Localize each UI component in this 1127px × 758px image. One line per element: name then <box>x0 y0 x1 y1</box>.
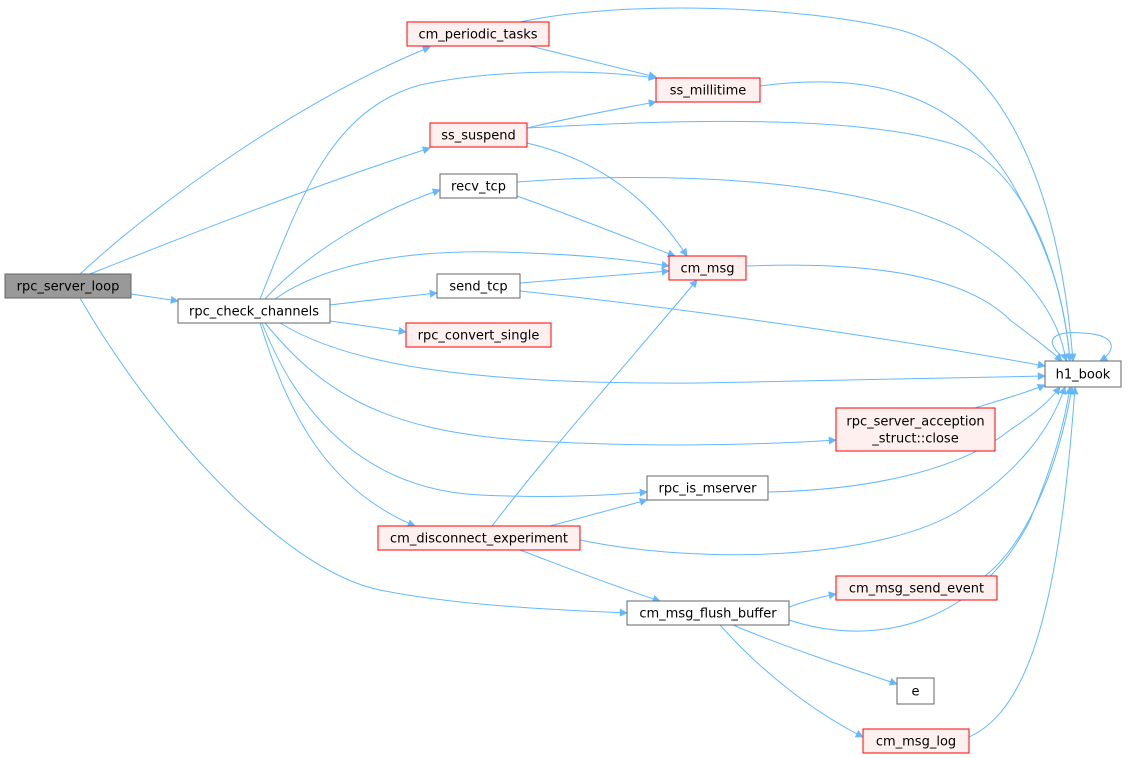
edge-cm_periodic_tasks-to-h1_book <box>519 7 1077 362</box>
node-label: cm_disconnect_experiment <box>390 532 568 547</box>
edge-cm_msg-to-h1_book <box>745 264 1063 362</box>
node-label: h1_book <box>1056 368 1111 383</box>
node-ss_suspend[interactable]: ss_suspend <box>429 122 528 148</box>
node-label: e <box>912 685 920 700</box>
node-label: rpc_check_channels <box>189 305 319 320</box>
node-label: cm_msg_flush_buffer <box>639 607 777 622</box>
edge-rpc_check_channels-to-rpc_server_acception_close <box>264 322 837 446</box>
node-box <box>626 600 790 626</box>
node-box <box>668 255 747 281</box>
edge-cm_msg_flush_buffer-to-e <box>732 624 898 686</box>
node-label: recv_tcp <box>451 180 506 195</box>
node-label: cm_msg_log <box>876 735 956 750</box>
node-box <box>377 525 581 551</box>
node-label: ss_suspend <box>441 129 516 144</box>
node-label: cm_periodic_tasks <box>418 28 537 43</box>
edge-cm_disconnect_experiment-to-h1_book <box>579 386 1067 556</box>
edge-rpc_check_channels-to-cm_disconnect_experiment <box>259 322 416 527</box>
edge-cm_msg_flush_buffer-to-cm_msg_send_event <box>788 591 837 608</box>
node-box <box>439 173 518 199</box>
edge-rpc_server_loop-to-cm_msg_flush_buffer <box>79 297 628 617</box>
node-cm_msg[interactable]: cm_msg <box>668 255 747 281</box>
node-cm_msg_send_event[interactable]: cm_msg_send_event <box>835 575 998 601</box>
node-cm_msg_log[interactable]: cm_msg_log <box>862 728 970 754</box>
edge-cm_periodic_tasks-to-ss_millitime <box>529 45 657 80</box>
edge-rpc_check_channels-to-rpc_convert_single <box>329 320 407 335</box>
edge-rpc_check_channels-to-h1_book <box>279 322 1046 384</box>
edge-rpc_server_loop-to-cm_periodic_tasks <box>79 46 431 275</box>
node-label: rpc_server_acception <box>846 415 984 430</box>
edge-cm_disconnect_experiment-to-cm_msg_flush_buffer <box>519 549 661 603</box>
node-label: ss_millitime <box>670 84 747 99</box>
edge-rpc_server_loop-to-ss_suspend <box>89 146 431 275</box>
node-recv_tcp[interactable]: recv_tcp <box>439 173 518 199</box>
node-box <box>4 273 132 299</box>
edge-cm_msg_send_event-to-h1_book <box>984 386 1075 577</box>
edge-cm_disconnect_experiment-to-rpc_is_mserver <box>549 498 648 527</box>
node-label: cm_msg <box>681 262 735 277</box>
edge-recv_tcp-to-h1_book <box>516 177 1069 362</box>
node-label: _struct::close <box>871 432 958 447</box>
nodes-layer: rpc_server_loop rpc_check_channels cm_peri… <box>4 21 1122 754</box>
node-label: cm_msg_send_event <box>849 582 984 597</box>
edge-send_tcp-to-cm_msg <box>519 267 670 284</box>
node-box <box>896 677 935 705</box>
node-cm_periodic_tasks[interactable]: cm_periodic_tasks <box>406 21 550 47</box>
edge-rpc_check_channels-to-rpc_is_mserver <box>261 322 648 497</box>
edge-cm_msg_log-to-h1_book <box>968 386 1079 738</box>
node-rpc_is_mserver[interactable]: rpc_is_mserver <box>646 475 769 501</box>
edge-cm_msg_flush_buffer-to-cm_msg_log <box>719 624 864 738</box>
node-rpc_convert_single[interactable]: rpc_convert_single <box>405 322 552 348</box>
node-label: rpc_is_mserver <box>659 482 758 497</box>
edge-send_tcp-to-h1_book <box>519 290 1046 369</box>
node-box <box>835 575 998 601</box>
node-box <box>646 475 769 501</box>
node-send_tcp[interactable]: send_tcp <box>436 273 521 299</box>
edge-rpc_check_channels-to-recv_tcp <box>264 188 441 300</box>
node-box <box>429 122 528 148</box>
node-ss_millitime[interactable]: ss_millitime <box>655 77 761 103</box>
edge-rpc_check_channels-to-ss_millitime <box>259 71 657 300</box>
edge-ss_millitime-to-h1_book <box>759 81 1074 362</box>
edge-ss_suspend-to-cm_msg <box>526 142 688 257</box>
node-box <box>405 322 552 348</box>
node-label: send_tcp <box>449 280 507 295</box>
node-box <box>177 298 331 324</box>
node-box <box>835 407 996 452</box>
edge-cm_disconnect_experiment-to-cm_msg <box>491 279 698 527</box>
edge-h1_book-to-h1_book <box>1051 332 1112 362</box>
edge-ss_suspend-to-h1_book <box>526 120 1074 362</box>
edge-ss_suspend-to-ss_millitime <box>526 99 657 129</box>
edge-rpc_server_acception_close-to-h1_book <box>974 383 1046 409</box>
node-cm_msg_flush_buffer[interactable]: cm_msg_flush_buffer <box>626 600 790 626</box>
node-e[interactable]: e <box>896 677 935 705</box>
node-cm_disconnect_experiment[interactable]: cm_disconnect_experiment <box>377 525 581 551</box>
node-h1_book[interactable]: h1_book <box>1044 360 1122 388</box>
node-label: rpc_convert_single <box>418 329 540 344</box>
node-box <box>655 77 761 103</box>
edge-rpc_check_channels-to-send_tcp <box>329 289 438 306</box>
node-rpc_server_acception_close[interactable]: rpc_server_acception_struct::close <box>835 407 996 452</box>
edge-rpc_server_loop-to-rpc_check_channels <box>130 293 179 304</box>
node-label: rpc_server_loop <box>17 280 120 295</box>
node-rpc_check_channels[interactable]: rpc_check_channels <box>177 298 331 324</box>
node-rpc_server_loop[interactable]: rpc_server_loop <box>4 273 132 299</box>
edge-rpc_check_channels-to-cm_msg <box>274 251 670 300</box>
node-box <box>862 728 970 754</box>
edges-layer <box>79 7 1112 738</box>
node-box <box>406 21 550 47</box>
edge-recv_tcp-to-cm_msg <box>516 195 676 258</box>
edge-cm_msg_flush_buffer-to-h1_book <box>788 386 1073 632</box>
node-box <box>1044 360 1122 388</box>
node-box <box>436 273 521 299</box>
